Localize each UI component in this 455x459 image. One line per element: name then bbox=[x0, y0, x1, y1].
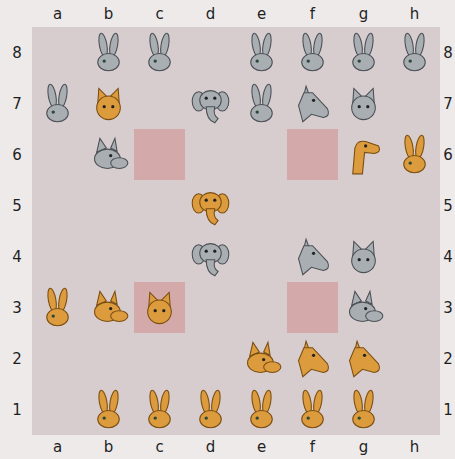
dog-piece bbox=[248, 342, 281, 372]
file-letter: a bbox=[53, 440, 62, 455]
rabbit-piece bbox=[148, 33, 170, 71]
camel-piece bbox=[192, 91, 229, 123]
rabbit-piece bbox=[250, 390, 272, 428]
rank-number: 8 bbox=[443, 45, 453, 60]
rank-number: 2 bbox=[443, 351, 453, 366]
cat-piece bbox=[352, 88, 376, 119]
file-letter: f bbox=[310, 440, 315, 455]
dog-piece bbox=[95, 291, 128, 321]
rank-number: 6 bbox=[12, 147, 22, 162]
dog-piece bbox=[350, 291, 383, 321]
file-letter: f bbox=[310, 7, 315, 22]
file-letter: d bbox=[206, 7, 216, 22]
rabbit-piece bbox=[403, 135, 425, 173]
file-letter: a bbox=[53, 7, 62, 22]
file-letter: e bbox=[257, 7, 266, 22]
gold-pieces bbox=[46, 88, 425, 427]
rabbit-piece bbox=[352, 390, 374, 428]
board bbox=[32, 27, 440, 435]
rank-number: 1 bbox=[12, 402, 22, 417]
rank-number: 3 bbox=[12, 300, 22, 315]
file-letter: h bbox=[410, 7, 420, 22]
cat-piece bbox=[352, 241, 376, 272]
rabbit-piece bbox=[46, 84, 68, 122]
cat-piece bbox=[97, 88, 121, 119]
rabbit-piece bbox=[403, 33, 425, 71]
rank-number: 3 bbox=[443, 300, 453, 315]
rank-number: 4 bbox=[443, 249, 453, 264]
trap-square bbox=[287, 129, 338, 180]
trap-square bbox=[134, 282, 185, 333]
file-letter: c bbox=[155, 7, 163, 22]
file-letter: g bbox=[359, 7, 369, 22]
rank-number: 8 bbox=[12, 45, 22, 60]
horse-piece bbox=[299, 239, 329, 274]
rank-number: 4 bbox=[12, 249, 22, 264]
horse-piece bbox=[299, 341, 329, 376]
file-letter: c bbox=[155, 440, 163, 455]
cat-piece bbox=[148, 292, 172, 323]
file-letter: g bbox=[359, 440, 369, 455]
rabbit-piece bbox=[352, 33, 374, 71]
rabbit-piece bbox=[97, 390, 119, 428]
camel-piece bbox=[353, 141, 380, 174]
rank-number: 7 bbox=[443, 96, 453, 111]
rabbit-piece bbox=[46, 288, 68, 326]
rabbit-piece bbox=[148, 390, 170, 428]
rank-number: 5 bbox=[12, 198, 22, 213]
rabbit-piece bbox=[250, 33, 272, 71]
elephant-piece bbox=[192, 193, 229, 225]
file-letter: e bbox=[257, 440, 266, 455]
horse-piece bbox=[350, 341, 380, 376]
file-letter: b bbox=[104, 440, 114, 455]
trap-square bbox=[287, 282, 338, 333]
rabbit-piece bbox=[301, 33, 323, 71]
dog-piece bbox=[95, 138, 128, 168]
silver-pieces bbox=[46, 33, 425, 322]
rank-number: 5 bbox=[443, 198, 453, 213]
rabbit-piece bbox=[250, 84, 272, 122]
rank-number: 6 bbox=[443, 147, 453, 162]
trap-square bbox=[134, 129, 185, 180]
rank-number: 1 bbox=[443, 402, 453, 417]
rank-number: 7 bbox=[12, 96, 22, 111]
horse-piece bbox=[299, 86, 329, 121]
file-letter: d bbox=[206, 440, 216, 455]
rank-number: 2 bbox=[12, 351, 22, 366]
rabbit-piece bbox=[199, 390, 221, 428]
rabbit-piece bbox=[97, 33, 119, 71]
rabbit-piece bbox=[301, 390, 323, 428]
file-letter: h bbox=[410, 440, 420, 455]
elephant-piece bbox=[192, 244, 229, 276]
file-letter: b bbox=[104, 7, 114, 22]
